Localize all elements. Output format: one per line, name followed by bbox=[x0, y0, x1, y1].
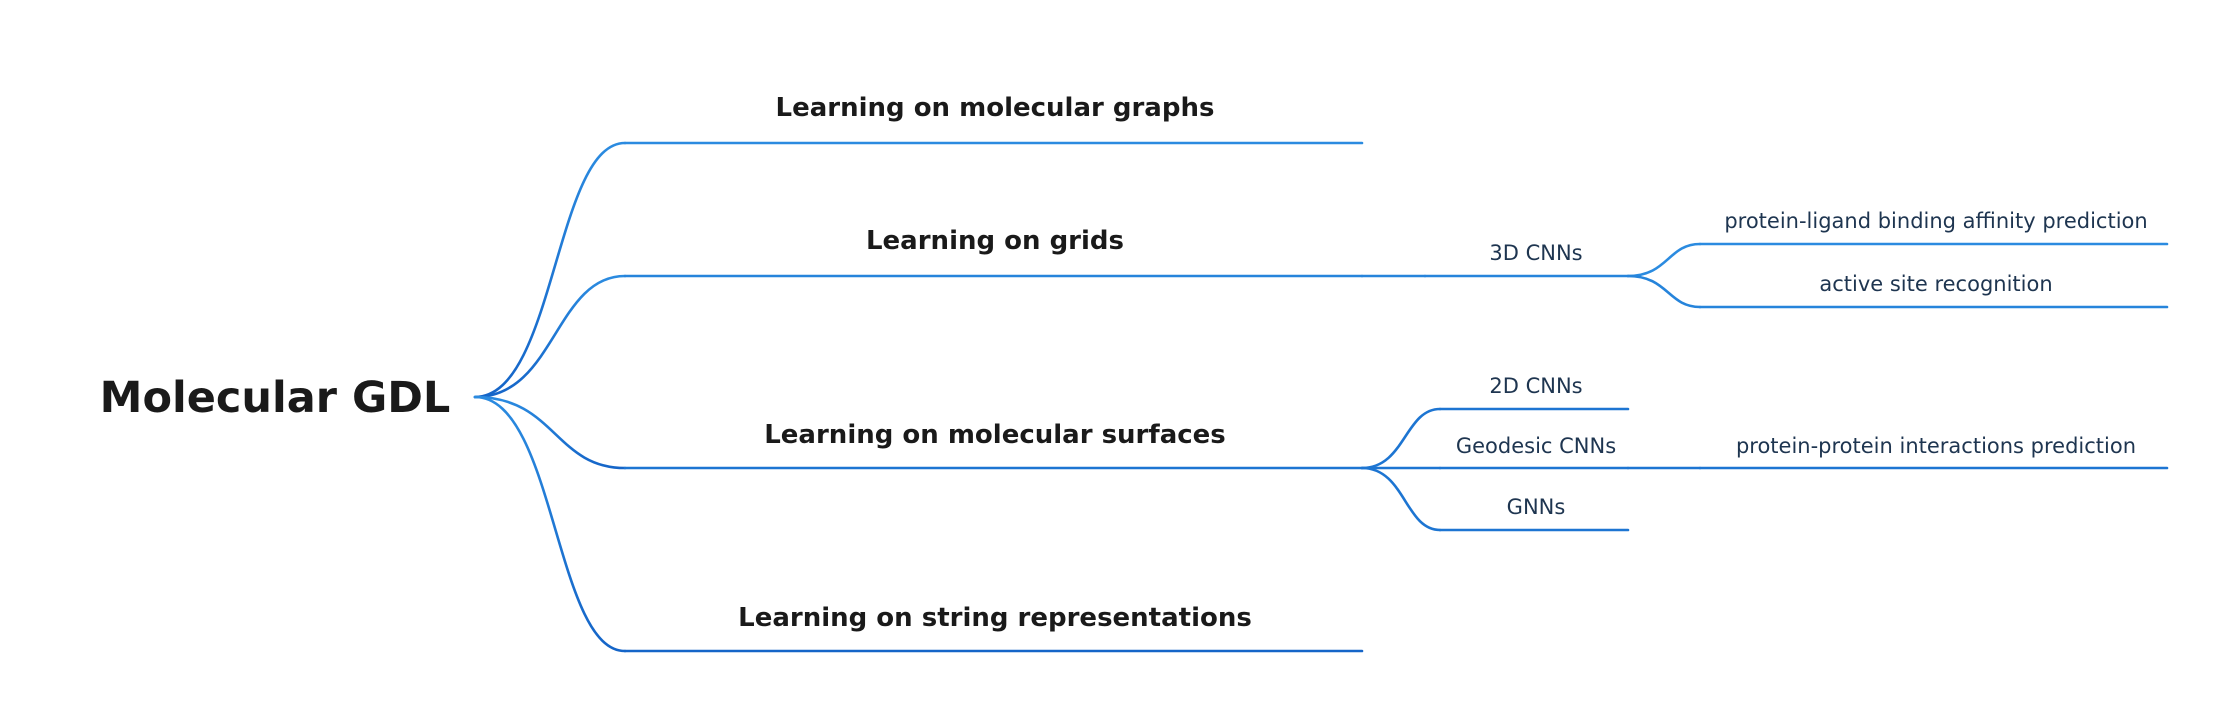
branch-label-surfaces: Learning on molecular surfaces bbox=[764, 420, 1226, 450]
edge-root-to-grids bbox=[473, 274, 627, 399]
leaf-label-active-site: active site recognition bbox=[1819, 272, 2052, 296]
edge-3dcnns-to-binding bbox=[1626, 242, 1702, 278]
edge-root-to-graphs bbox=[473, 141, 627, 399]
root-label: Molecular GDL bbox=[100, 373, 451, 423]
edge-root-to-surfaces bbox=[473, 395, 627, 470]
branch-label-strings: Learning on string representations bbox=[738, 603, 1252, 633]
branch-label-graphs: Learning on molecular graphs bbox=[776, 93, 1215, 123]
edge-surfaces-to-gnns bbox=[1360, 466, 1442, 532]
sub-label-geodesic: Geodesic CNNs bbox=[1456, 434, 1616, 458]
edge-surfaces-to-2dcnns bbox=[1360, 407, 1442, 470]
edge-3dcnns-to-active-site bbox=[1626, 274, 1702, 309]
sub-label-2dcnns: 2D CNNs bbox=[1489, 374, 1582, 398]
leaf-label-binding: protein-ligand binding affinity predicti… bbox=[1724, 209, 2147, 233]
edge-root-to-strings bbox=[473, 395, 627, 653]
branch-label-grids: Learning on grids bbox=[866, 226, 1124, 256]
sub-label-3dcnns: 3D CNNs bbox=[1489, 241, 1582, 265]
sub-label-gnns: GNNs bbox=[1507, 495, 1566, 519]
leaf-label-ppi: protein-protein interactions prediction bbox=[1736, 434, 2136, 458]
